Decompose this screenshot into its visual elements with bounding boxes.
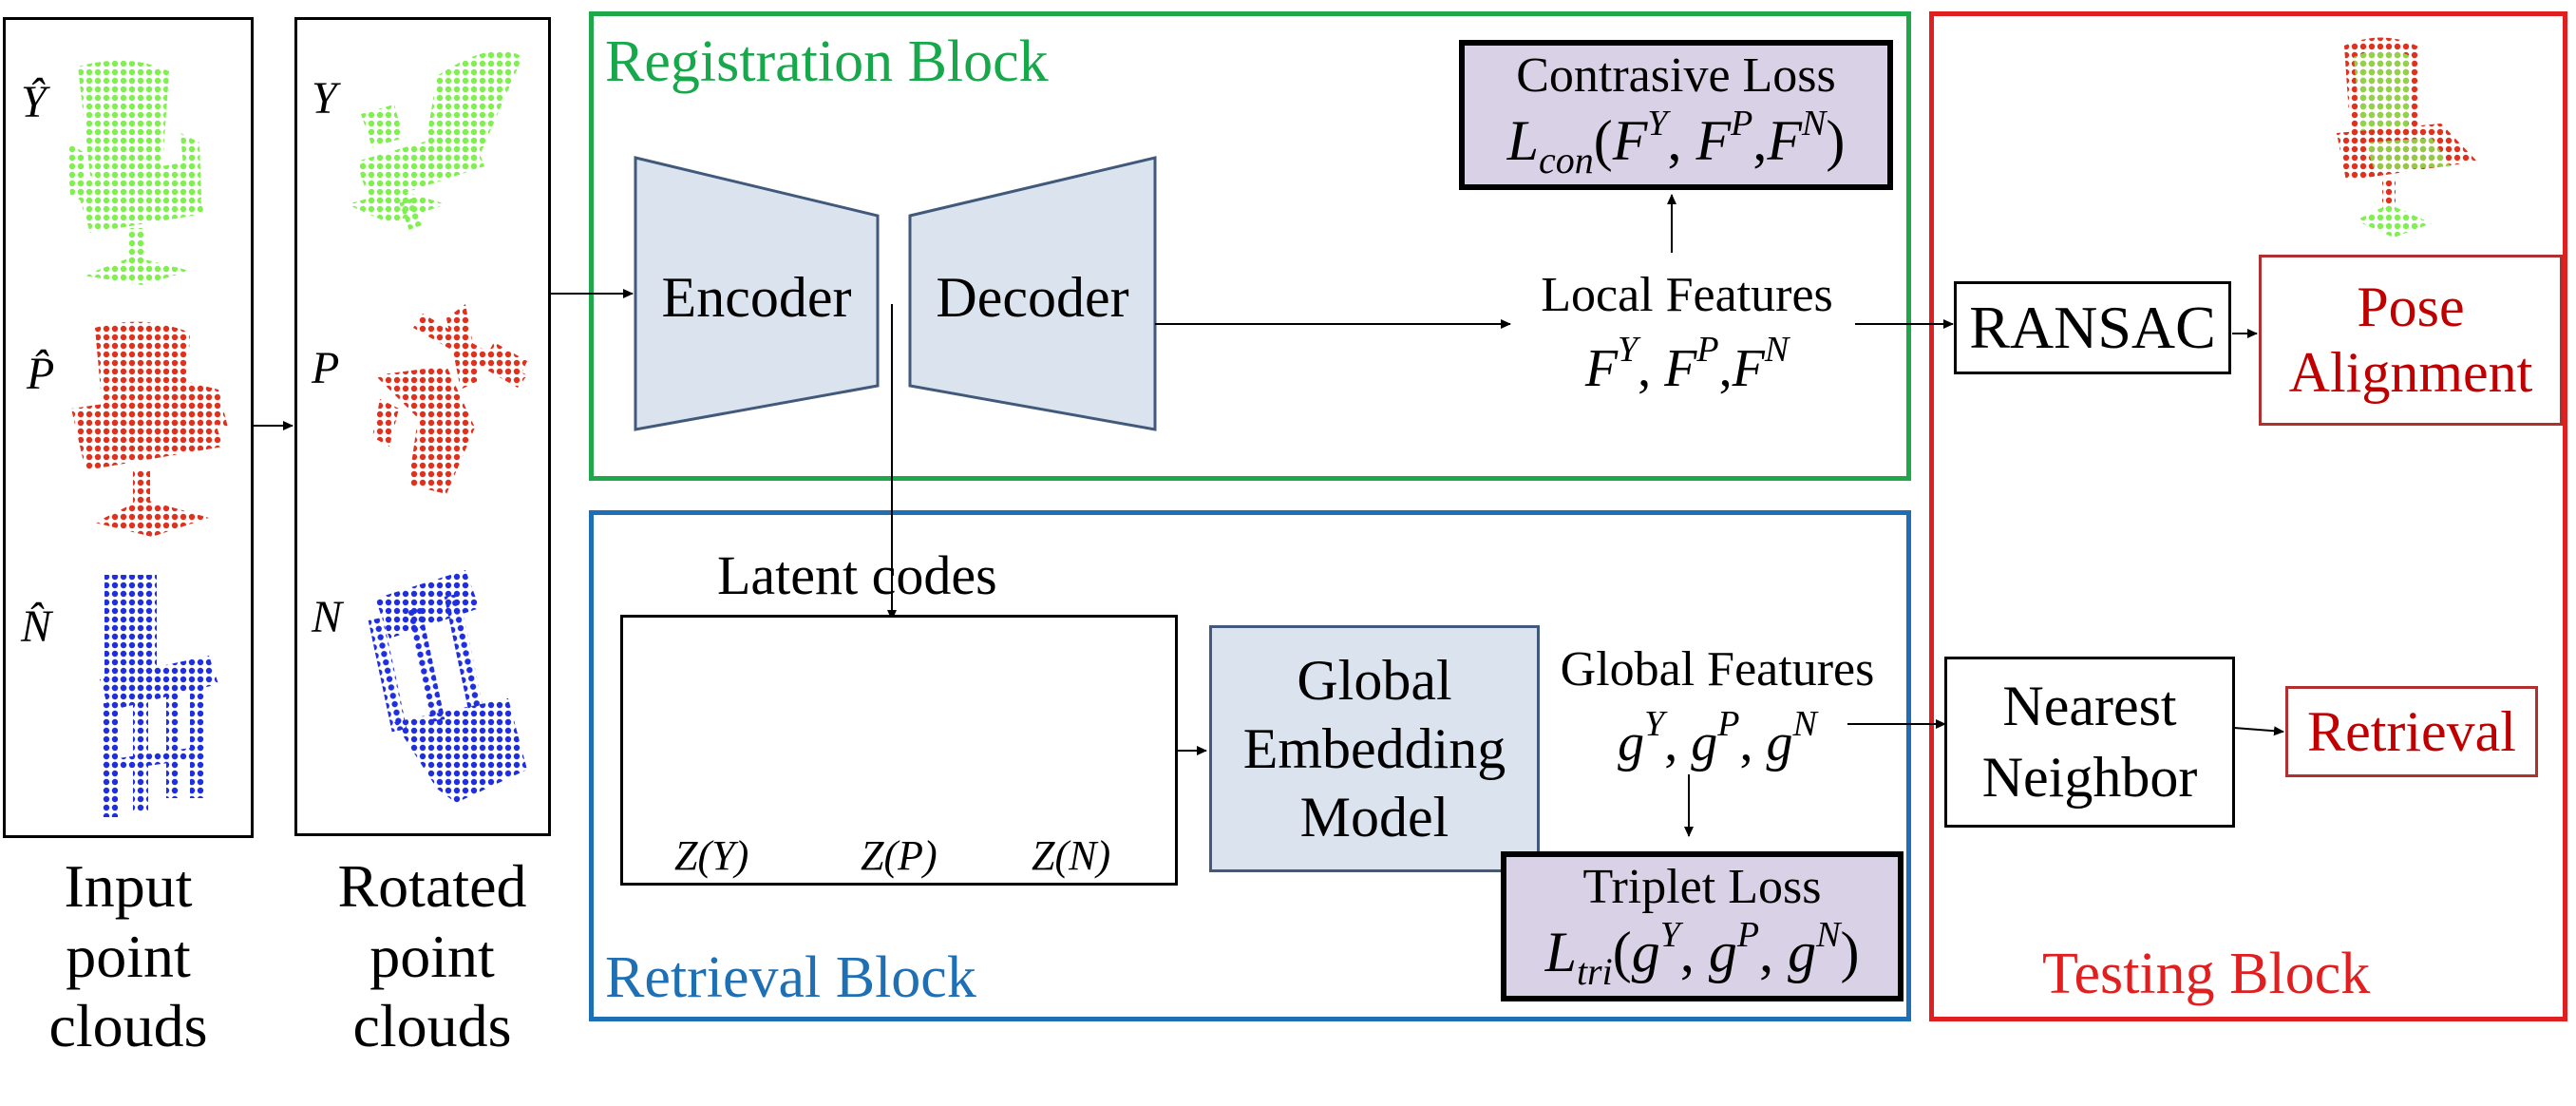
input-chair-red	[71, 321, 228, 537]
input-chair-green	[66, 60, 204, 285]
global-features-vars: gY, gP, gN	[1618, 704, 1817, 772]
rotated-chair-blue	[368, 570, 527, 803]
triplet-loss-title: Triplet Loss	[1582, 859, 1822, 914]
label-p: P	[312, 343, 340, 393]
label-n-hat: N̂	[21, 601, 52, 652]
nearest-neighbor-box: Nearest Neighbor	[1944, 657, 2235, 828]
latent-label-n: Z(N)	[1032, 832, 1111, 879]
label-y: Y	[312, 73, 337, 124]
encoder-label: Encoder	[661, 265, 852, 329]
retrieval-result-box: Retrieval	[2285, 686, 2538, 777]
testing-block	[1929, 11, 2567, 1021]
ransac-box: RANSAC	[1954, 281, 2231, 374]
label-n: N	[312, 592, 343, 642]
local-features-vars: FY, FP,FN	[1584, 330, 1790, 398]
decoder-label: Decoder	[936, 265, 1129, 329]
contrastive-loss-box: Contrasive Loss Lcon(FY, FP,FN)	[1459, 40, 1893, 190]
triplet-loss-formula: Ltri(gY, gP, gN)	[1544, 915, 1860, 994]
arrow-nn-to-retrieval	[2233, 726, 2284, 736]
contrastive-loss-title: Contrasive Loss	[1516, 48, 1836, 103]
label-p-hat: P̂	[27, 349, 55, 399]
label-y-hat: Ŷ	[21, 77, 47, 127]
input-chair-blue	[100, 575, 218, 817]
retrieval-block-title: Retrieval Block	[605, 945, 976, 1010]
global-embedding-model-box: Global Embedding Model	[1209, 625, 1540, 872]
contrastive-loss-formula: Lcon(FY, FP,FN)	[1506, 104, 1846, 182]
pose-alignment-box: Pose Alignment	[2259, 255, 2563, 426]
decoder-shape	[908, 156, 1157, 431]
latent-codes-panel	[620, 615, 1178, 886]
retrieval-block	[589, 510, 1911, 1021]
local-features-label: Local Features	[1541, 268, 1833, 322]
latent-label-p: Z(P)	[861, 832, 938, 879]
registration-block	[589, 11, 1911, 481]
rotated-chair-red	[372, 304, 527, 494]
testing-block-title: Testing Block	[2042, 942, 2371, 1006]
triplet-loss-box: Triplet Loss Ltri(gY, gP, gN)	[1501, 851, 1904, 1001]
latent-label-y: Z(Y)	[674, 832, 749, 879]
rotated-chair-green	[347, 50, 522, 230]
latent-codes-label: Latent codes	[717, 544, 997, 606]
registration-block-title: Registration Block	[605, 29, 1049, 94]
aligned-chairs-overlay	[2337, 37, 2477, 238]
encoder-shape	[634, 156, 880, 431]
global-features-label: Global Features	[1560, 642, 1875, 696]
